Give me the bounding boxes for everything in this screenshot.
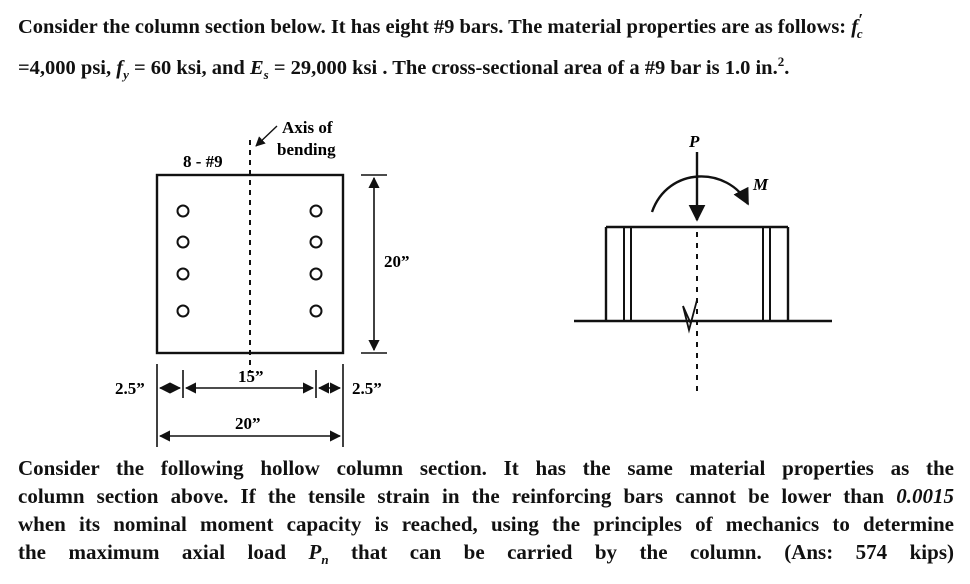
question-line-1: Consider the following hollow column sec… xyxy=(18,456,954,480)
rebar-left-4 xyxy=(176,304,190,318)
intro-line-2: =4,000 psi, fy = 60 ksi, and Es = 29,000… xyxy=(18,48,954,89)
fy-subscript: y xyxy=(123,66,129,82)
right-cover-dim-label: 2.5” xyxy=(352,379,382,398)
axis-label-leader xyxy=(255,125,278,147)
axis-label-2: bending xyxy=(277,140,336,159)
break-symbol xyxy=(682,299,698,334)
fc-symbol: f xyxy=(851,15,859,38)
intro-text: Consider the column section below. It ha… xyxy=(18,15,852,38)
moment-arrow xyxy=(650,175,750,213)
height-dim-label: 20” xyxy=(384,252,410,271)
column-elevation: P M xyxy=(574,132,832,396)
fc-subscript: c xyxy=(856,25,863,41)
pn-symbol: P xyxy=(308,540,322,564)
problem-intro: Consider the column section below. It ha… xyxy=(18,6,954,89)
fc-prime: ′ xyxy=(858,10,863,29)
rebar-right-1 xyxy=(309,204,323,218)
area-exponent: 2 xyxy=(777,53,785,69)
column-section: 8 - #9 Axis of bending 20” 2.5” 15” 2.5”… xyxy=(115,118,410,447)
inner-width-dim-label: 15” xyxy=(238,367,264,386)
es-subscript: s xyxy=(263,66,269,82)
es-value: = 29,000 ksi . The cross-sectional area … xyxy=(268,56,778,79)
rebar-right-2 xyxy=(309,235,323,249)
axial-load-label: P xyxy=(688,132,700,151)
total-width-dim-label: 20” xyxy=(235,414,261,433)
pn-subscript: n xyxy=(321,552,329,568)
axis-label-1: Axis of xyxy=(282,118,333,137)
intro-line-1: Consider the column section below. It ha… xyxy=(18,6,954,48)
rebar-left-1 xyxy=(176,204,190,218)
rebar-right-4 xyxy=(309,304,323,318)
question-line-4-b: that can be carried by the column. (Ans:… xyxy=(328,540,954,564)
rebar-right-3 xyxy=(309,267,323,281)
fy-value: = 60 ksi, and xyxy=(128,56,250,79)
bar-label: 8 - #9 xyxy=(183,152,223,171)
es-symbol: E xyxy=(249,56,264,79)
intro-period: . xyxy=(784,56,790,79)
rebar-left-3 xyxy=(176,267,190,281)
fc-value: =4,000 psi, xyxy=(18,56,117,79)
strain-value: 0.0015 xyxy=(896,484,954,508)
moment-label: M xyxy=(752,175,769,194)
question-line-2-text: column section above. If the tensile str… xyxy=(18,484,897,508)
problem-question: Consider the following hollow column sec… xyxy=(18,454,954,574)
fy-symbol: f xyxy=(116,56,124,79)
question-line-3: when its nominal moment capacity is reac… xyxy=(18,512,954,536)
question-line-4-a: the maximum axial load xyxy=(18,540,309,564)
question-line-2: column section above. If the tensile str… xyxy=(18,482,954,510)
rebar-left-2 xyxy=(176,235,190,249)
left-cover-dim-label: 2.5” xyxy=(115,379,145,398)
question-line-4: the maximum axial load Pn that can be ca… xyxy=(18,538,954,574)
